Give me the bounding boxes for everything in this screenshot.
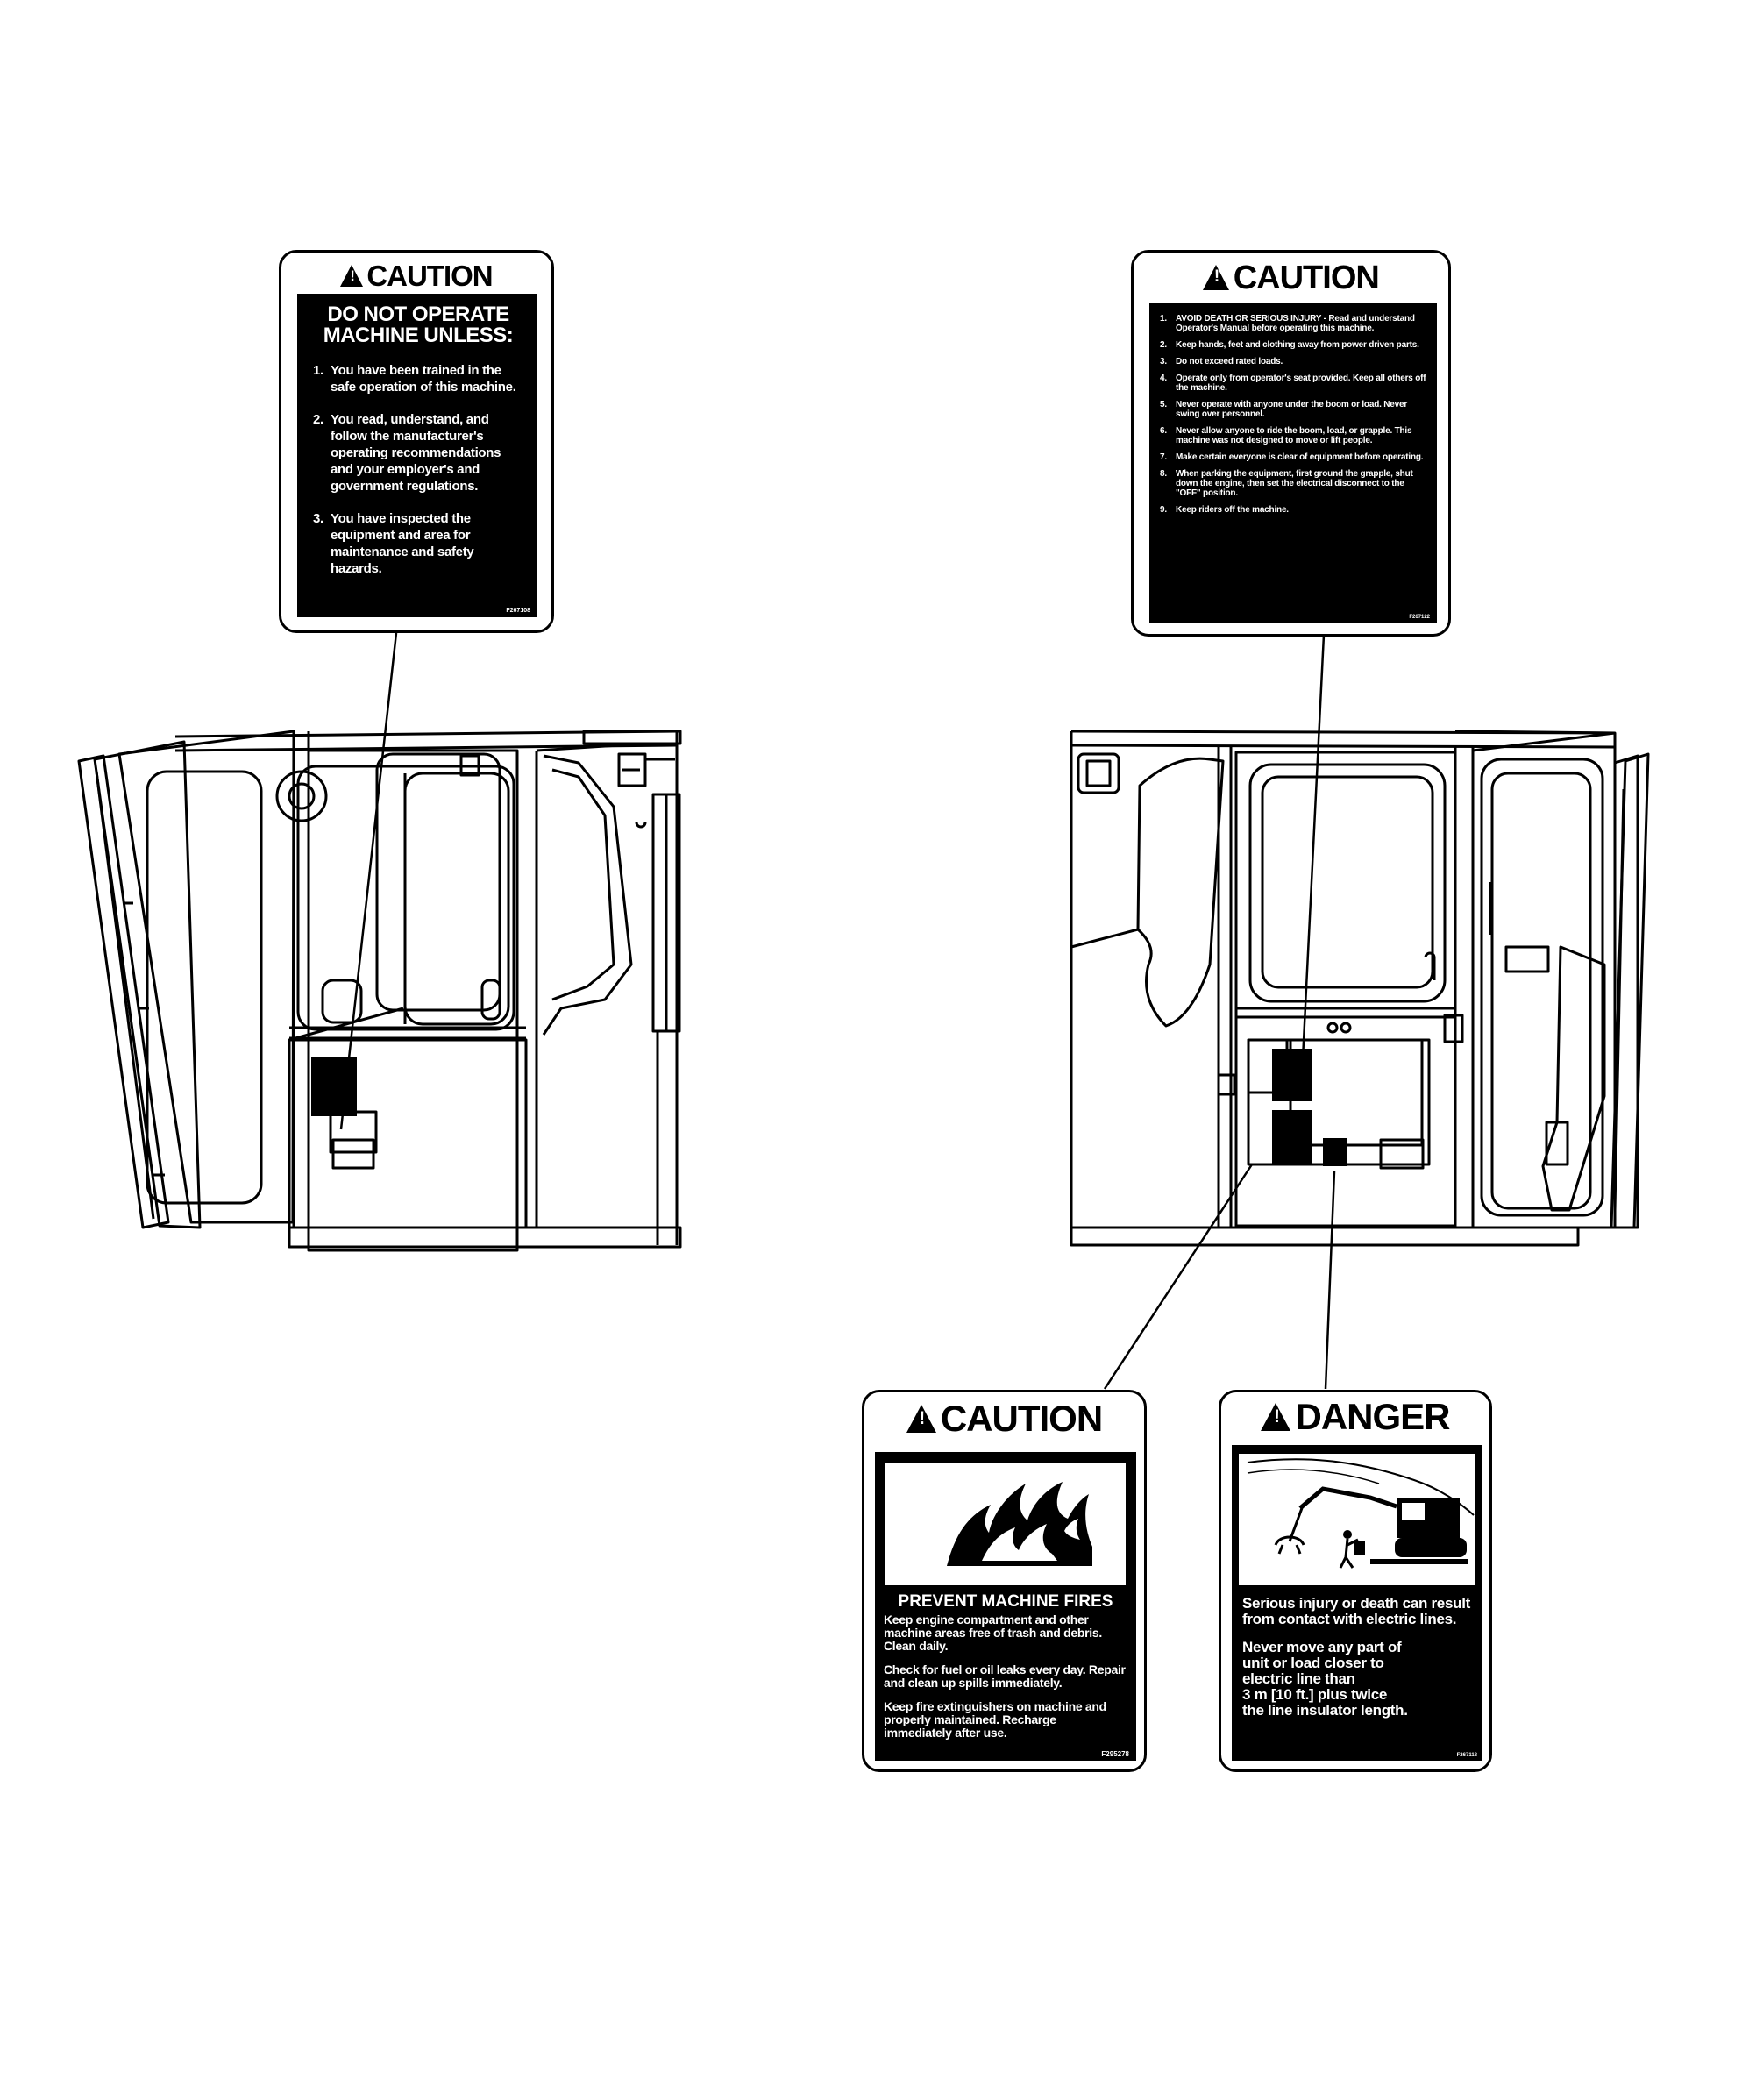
list-item: 4.Operate only from operator's seat prov… <box>1160 374 1426 393</box>
power-line-machine-icon <box>1247 1458 1475 1569</box>
fire-paragraph: Keep engine compartment and other machin… <box>884 1612 1102 1653</box>
right-cab <box>1070 730 1650 1247</box>
danger-paragraph: Never move any part of unit or load clos… <box>1242 1639 1408 1719</box>
leader-lines <box>339 632 1336 1390</box>
warning-triangle-icon <box>340 265 364 288</box>
decal-title: PREVENT MACHINE FIRES <box>898 1592 1113 1611</box>
decal-panel: 1.AVOID DEATH OR SERIOUS INJURY - Read a… <box>1149 303 1437 623</box>
fire-paragraph: Keep fire extinguishers on machine and p… <box>884 1699 1106 1740</box>
electric-pictogram <box>1239 1454 1475 1585</box>
left-cab <box>77 730 682 1252</box>
danger-paragraph: Serious injury or death can result from … <box>1242 1595 1470 1627</box>
fire-paragraph: Check for fuel or oil leaks every day. R… <box>884 1662 1126 1690</box>
part-code: F267122 <box>1409 615 1430 620</box>
list-item: 1.AVOID DEATH OR SERIOUS INJURY - Read a… <box>1160 314 1415 333</box>
list-item: 2.You read, understand, and follow the m… <box>313 412 501 494</box>
part-code: F295278 <box>1101 1750 1129 1758</box>
list-item: 7.Make certain everyone is clear of equi… <box>1160 452 1424 462</box>
decal-panel: PREVENT MACHINE FIRES Keep engine compar… <box>875 1452 1136 1761</box>
part-code: F267118 <box>1456 1753 1477 1758</box>
list-item: 3.Do not exceed rated loads. <box>1160 357 1283 367</box>
decal-header: DANGER <box>1221 1396 1489 1438</box>
warning-triangle-icon <box>906 1404 936 1433</box>
list-item: 8.When parking the equipment, first grou… <box>1160 469 1413 498</box>
list-item: 2.Keep hands, feet and clothing away fro… <box>1160 340 1419 350</box>
warning-triangle-icon <box>1203 264 1230 290</box>
part-code: F267108 <box>506 608 530 614</box>
decal-panel: DO NOT OPERATE MACHINE UNLESS: 1.You hav… <box>297 294 537 617</box>
list-item: 6.Never allow anyone to ride the boom, l… <box>1160 426 1412 445</box>
decal-header: CAUTION <box>1134 260 1448 297</box>
list-item: 5.Never operate with anyone under the bo… <box>1160 400 1408 419</box>
list-item: 3.You have inspected the equipment and a… <box>313 511 474 576</box>
fire-pictogram <box>885 1463 1126 1585</box>
decal-electric-danger: DANGER Serious injury or death can resul… <box>1219 1390 1492 1772</box>
decal-header: CAUTION <box>864 1398 1144 1440</box>
decal-title: DO NOT OPERATE MACHINE UNLESS: <box>323 303 514 347</box>
decal-do-not-operate: CAUTION DO NOT OPERATE MACHINE UNLESS: 1… <box>279 250 554 633</box>
list-item: 1.You have been trained in the safe oper… <box>313 363 516 395</box>
decal-safety-rules: CAUTION 1.AVOID DEATH OR SERIOUS INJURY … <box>1131 250 1451 637</box>
decal-header: CAUTION <box>281 260 551 293</box>
decal-prevent-fires: CAUTION PREVENT MACHINE FIRES Keep engin… <box>862 1390 1147 1772</box>
flame-icon <box>947 1482 1092 1566</box>
list-item: 9.Keep riders off the machine. <box>1160 505 1289 515</box>
decal-panel: Serious injury or death can result from … <box>1232 1445 1482 1761</box>
warning-triangle-icon <box>1261 1402 1291 1431</box>
